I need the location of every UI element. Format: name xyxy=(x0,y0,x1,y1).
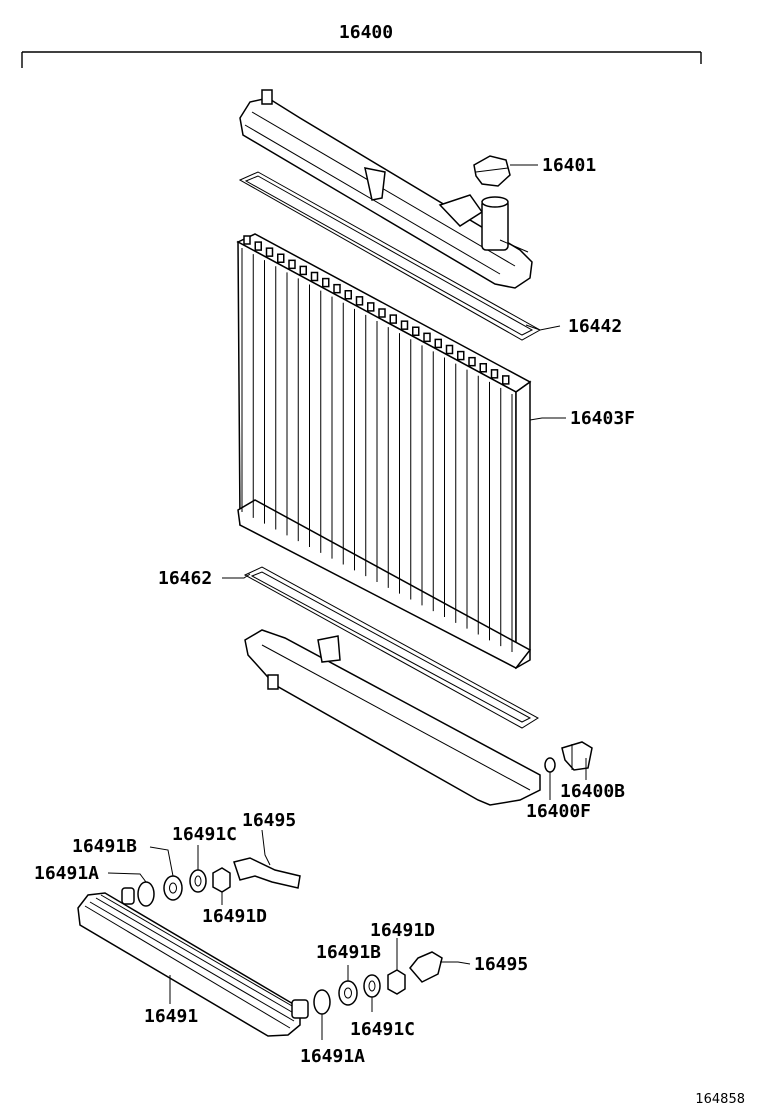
header-tooth xyxy=(412,326,420,336)
pipe-lower xyxy=(409,951,443,983)
header-tooth xyxy=(389,314,397,324)
label-assembly: 16400 xyxy=(339,22,393,43)
radiator-core xyxy=(236,233,532,670)
header-tooth xyxy=(254,241,262,251)
label-lower-gasket: 16462 xyxy=(158,568,212,589)
label-washer-c-lower: 16491C xyxy=(350,1019,415,1040)
header-tooth xyxy=(490,369,499,379)
header-tooth xyxy=(367,302,375,312)
header-tooth xyxy=(468,356,476,367)
oring-a-upper xyxy=(137,881,155,907)
header-tooth xyxy=(434,338,442,349)
lower-fittings xyxy=(313,951,443,1015)
header-tooth xyxy=(457,350,465,361)
nut-d-lower xyxy=(387,969,406,995)
header-tooth xyxy=(243,235,251,245)
upper-fittings xyxy=(137,857,301,907)
oring-a-lower xyxy=(313,989,331,1015)
pipe-upper xyxy=(233,857,301,889)
label-drain-cock: 16400B xyxy=(560,781,625,802)
label-pipe-upper: 16495 xyxy=(242,810,296,831)
lower-tank xyxy=(244,629,541,806)
washer-b-lower xyxy=(338,980,358,1006)
header-tooth xyxy=(310,271,319,282)
label-oring-a-upper: 16491A xyxy=(34,863,99,884)
header-tooth xyxy=(322,277,330,288)
lower-gasket xyxy=(243,566,539,729)
header-tooth xyxy=(423,332,431,343)
label-washer-b-lower: 16491B xyxy=(316,942,381,963)
oil-cooler xyxy=(77,887,309,1037)
header-tooth xyxy=(333,283,341,294)
header-tooth xyxy=(277,253,285,263)
header-tooth xyxy=(479,363,487,373)
header-tooth xyxy=(400,320,409,330)
header-tooth xyxy=(445,344,454,355)
label-nut-d-upper: 16491D xyxy=(202,906,267,927)
label-washer-c-upper: 16491C xyxy=(172,824,237,845)
label-oil-cooler: 16491 xyxy=(144,1006,198,1027)
header-tooth xyxy=(344,290,352,300)
header-tooth xyxy=(288,259,296,270)
label-upper-gasket: 16442 xyxy=(568,316,622,337)
washer-c-upper xyxy=(189,869,207,893)
header-tooth xyxy=(378,308,386,318)
header-tooth xyxy=(502,375,510,385)
header-tooth xyxy=(265,247,274,257)
callout-labels: 16400 16401 16442 16403F 16462 16400B 16… xyxy=(34,22,745,1107)
nut-d-upper xyxy=(212,867,231,893)
label-drain-cock-oring: 16400F xyxy=(526,801,591,822)
label-washer-b-upper: 16491B xyxy=(72,836,137,857)
label-oring-a-lower: 16491A xyxy=(300,1046,365,1067)
label-pipe-lower: 16495 xyxy=(474,954,528,975)
drain-cock-oring xyxy=(544,757,556,773)
washer-b-upper xyxy=(163,875,183,901)
leader-lines xyxy=(107,164,587,1040)
upper-tank xyxy=(239,89,533,289)
header-tooth xyxy=(299,265,307,276)
figure-number: 164858 xyxy=(695,1092,745,1107)
drain-cock xyxy=(561,741,593,771)
washer-c-lower xyxy=(363,974,381,998)
assembly-bracket xyxy=(21,51,702,68)
header-tooth xyxy=(355,296,364,306)
radiator-cap xyxy=(473,155,511,187)
label-core: 16403F xyxy=(570,408,635,429)
label-cap: 16401 xyxy=(542,155,596,176)
label-nut-d-lower: 16491D xyxy=(370,920,435,941)
